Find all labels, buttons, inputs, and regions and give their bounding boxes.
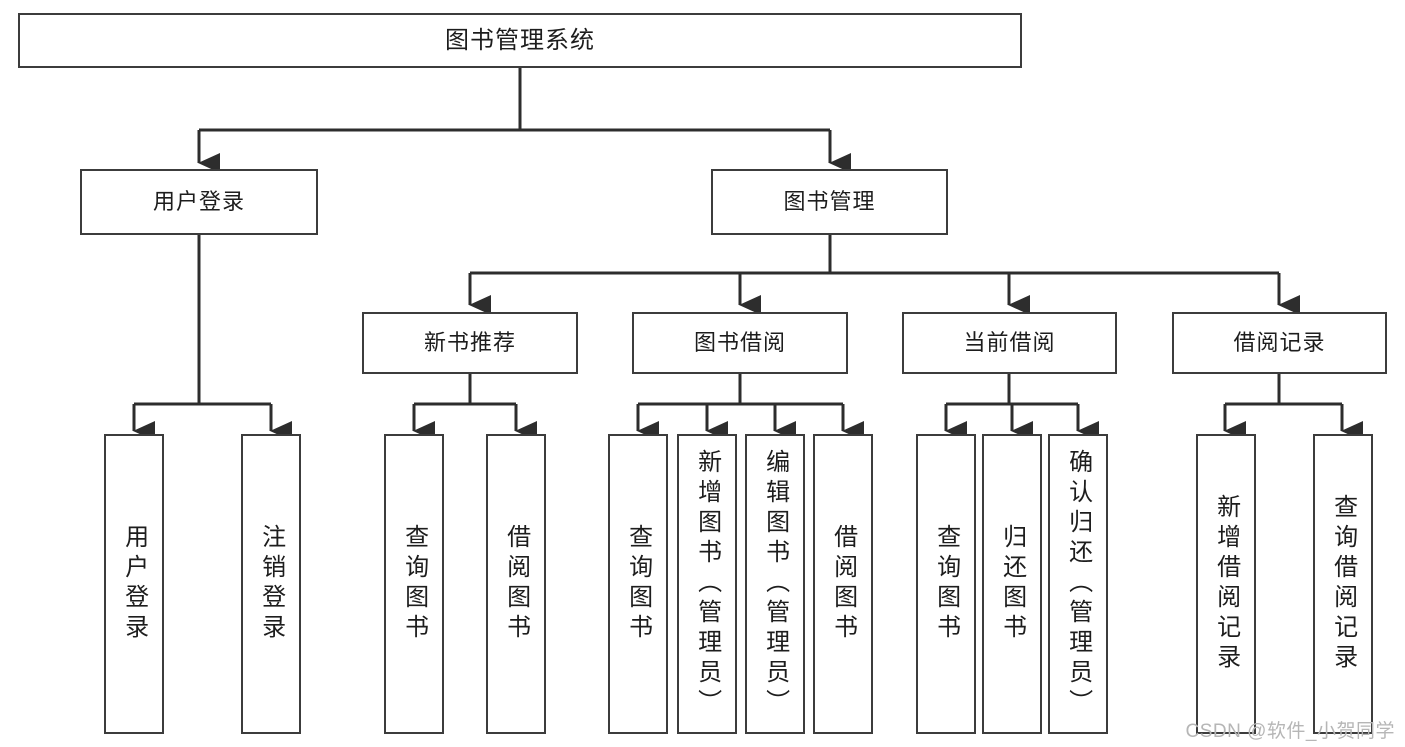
node-label: 当前借阅 [963, 330, 1056, 355]
node-label: 确认归还（管理员） [1064, 449, 1092, 719]
node-label: 图书管理系统 [445, 26, 595, 54]
leaf-borrow-borrow-book[interactable]: 借阅图书 [813, 434, 873, 734]
node-root-system[interactable]: 图书管理系统 [18, 13, 1022, 68]
leaf-record-add-record[interactable]: 新增借阅记录 [1196, 434, 1256, 734]
node-user-login[interactable]: 用户登录 [80, 169, 318, 235]
leaf-borrow-query-book[interactable]: 查询图书 [608, 434, 668, 734]
leaf-user-login-login[interactable]: 用户登录 [104, 434, 164, 734]
node-label: 查询图书 [624, 524, 652, 644]
node-label: 借阅图书 [502, 524, 530, 644]
leaf-borrow-add-book[interactable]: 新增图书（管理员） [677, 434, 737, 734]
node-label: 图书借阅 [693, 330, 786, 355]
leaf-recommend-query-book[interactable]: 查询图书 [384, 434, 444, 734]
leaf-user-login-logout[interactable]: 注销登录 [241, 434, 301, 734]
leaf-current-query-book[interactable]: 查询图书 [916, 434, 976, 734]
node-label: 用户登录 [120, 524, 148, 644]
node-label: 查询图书 [932, 524, 960, 644]
node-label: 新增图书（管理员） [693, 449, 721, 719]
node-label: 归还图书 [998, 524, 1026, 644]
leaf-current-confirm-return[interactable]: 确认归还（管理员） [1048, 434, 1108, 734]
node-book-borrow[interactable]: 图书借阅 [632, 312, 848, 374]
node-label: 查询图书 [400, 524, 428, 644]
node-label: 编辑图书（管理员） [761, 449, 789, 719]
node-label: 用户登录 [152, 189, 245, 214]
node-current-borrow[interactable]: 当前借阅 [902, 312, 1117, 374]
node-book-management[interactable]: 图书管理 [711, 169, 948, 235]
node-new-book-recommend[interactable]: 新书推荐 [362, 312, 578, 374]
node-label: 新增借阅记录 [1212, 494, 1240, 674]
node-label: 借阅记录 [1233, 330, 1326, 355]
node-borrow-record[interactable]: 借阅记录 [1172, 312, 1387, 374]
node-label: 查询借阅记录 [1329, 494, 1357, 674]
leaf-recommend-borrow-book[interactable]: 借阅图书 [486, 434, 546, 734]
node-label: 注销登录 [257, 524, 285, 644]
leaf-borrow-edit-book[interactable]: 编辑图书（管理员） [745, 434, 805, 734]
node-label: 借阅图书 [829, 524, 857, 644]
leaf-record-query-record[interactable]: 查询借阅记录 [1313, 434, 1373, 734]
leaf-current-return-book[interactable]: 归还图书 [982, 434, 1042, 734]
node-label: 新书推荐 [423, 330, 516, 355]
node-label: 图书管理 [783, 189, 876, 214]
